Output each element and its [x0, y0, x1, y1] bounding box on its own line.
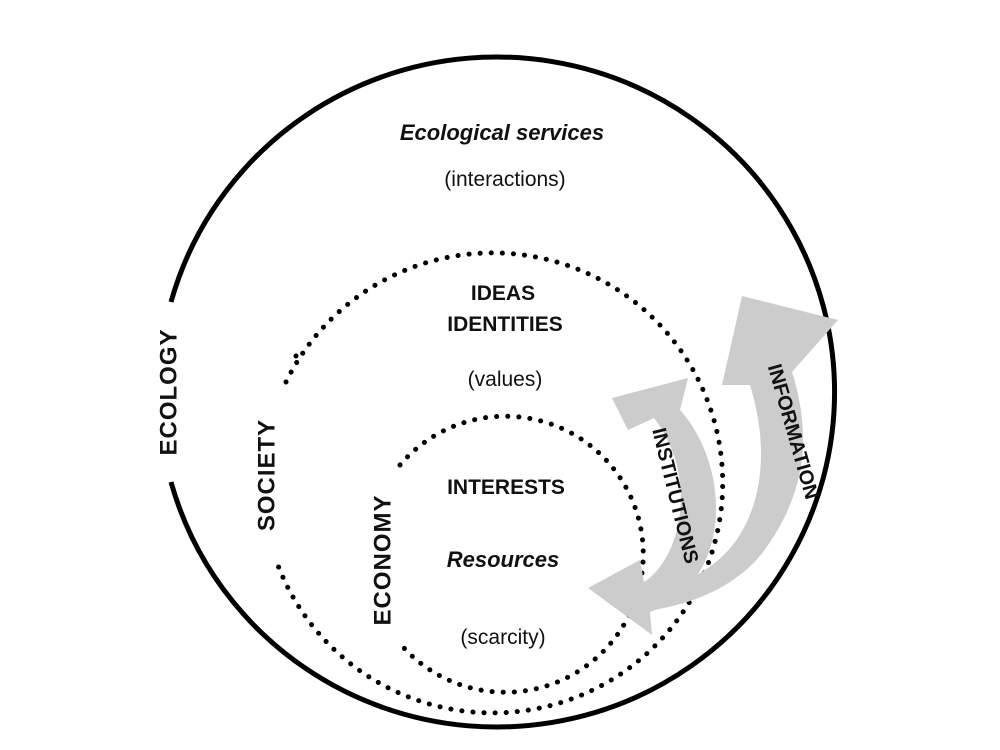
interests-label: INTERESTS [447, 476, 565, 499]
society-circle [273, 250, 726, 716]
society-circle-top-arc [293, 343, 303, 359]
identities-label: IDENTITIES [447, 313, 563, 336]
ecology-circle [168, 54, 837, 730]
economy-label: ECONOMY [369, 494, 396, 625]
values-label: (values) [468, 368, 543, 391]
scarcity-label: (scarcity) [460, 626, 545, 649]
ecological-services-label: Ecological services [400, 120, 604, 145]
ideas-label: IDEAS [471, 282, 535, 305]
economy-circle [397, 413, 646, 695]
institutions-arrow [588, 378, 716, 635]
interactions-label: (interactions) [444, 168, 565, 191]
resources-label: Resources [447, 547, 560, 572]
information-arrow [634, 296, 838, 612]
society-label: SOCIETY [253, 419, 280, 531]
ecology-label: ECOLOGY [155, 328, 182, 455]
